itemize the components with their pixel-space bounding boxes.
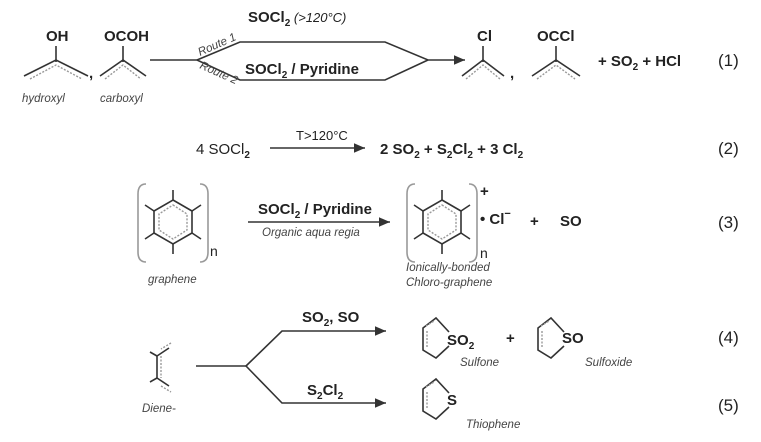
carboxyl-group-text: OCOH bbox=[104, 28, 149, 45]
sulfoxide-ring-icon bbox=[537, 316, 565, 359]
sulfone-label: Sulfone bbox=[460, 357, 499, 369]
product-label-line-2: Chloro-graphene bbox=[406, 277, 492, 289]
so-product: SO bbox=[560, 213, 582, 230]
eq2-reactant: 4 SOCl2 bbox=[196, 141, 250, 161]
repeat-n: n bbox=[480, 245, 488, 261]
diene-label: Diene- bbox=[142, 403, 176, 415]
graphene-label: graphene bbox=[148, 274, 197, 286]
acyl-chloride-group-text: OCCl bbox=[537, 28, 575, 45]
chloro-fragment-icon bbox=[461, 46, 505, 80]
graphene-hexagon-icon bbox=[137, 183, 209, 263]
sulfoxide-group: SO bbox=[562, 330, 584, 347]
sulfur-oxides-condition: SO2, SO bbox=[302, 309, 360, 329]
equations-4-5: Diene- SO2, SO S2Cl2 SO2 Sulfone + SO Su… bbox=[142, 309, 739, 431]
equation-3: n graphene SOCl2 / Pyridine Organic aqua… bbox=[137, 183, 739, 289]
plus-sign: + bbox=[506, 330, 515, 347]
positive-charge: + bbox=[480, 183, 489, 200]
hydroxyl-fragment-icon bbox=[23, 46, 89, 80]
equation-number-3: (3) bbox=[718, 213, 739, 232]
hydroxyl-label: hydroxyl bbox=[22, 93, 65, 105]
repeat-n: n bbox=[210, 243, 218, 259]
route-2-label: Route 2 bbox=[198, 60, 240, 88]
equation-number-4: (4) bbox=[718, 328, 739, 347]
route-1-condition: SOCl2 (>120°C) bbox=[248, 9, 346, 29]
plus-sign: + bbox=[530, 213, 539, 230]
comma: , bbox=[89, 65, 93, 82]
thiophene-ring-icon bbox=[422, 377, 450, 420]
route-arrows bbox=[150, 41, 465, 81]
route-2-condition: SOCl2 / Pyridine bbox=[245, 61, 359, 81]
equation-1: OH , hydroxyl OCOH carboxyl Route 1 Rout… bbox=[22, 9, 739, 105]
thiophene-sulfur: S bbox=[447, 392, 457, 409]
chloro-graphene-hexagon-icon bbox=[406, 183, 478, 263]
thiophene-label: Thiophene bbox=[466, 419, 520, 431]
hydroxyl-group-text: OH bbox=[46, 28, 69, 45]
eq2-condition: T>120°C bbox=[296, 128, 348, 143]
sulfone-group: SO2 bbox=[447, 332, 475, 352]
acyl-chloride-fragment-icon bbox=[531, 46, 581, 80]
chloride-ion: • Cl− bbox=[480, 208, 511, 228]
equation-2: 4 SOCl2 T>120°C 2 SO2 + S2Cl2 + 3 Cl2 (2… bbox=[196, 128, 739, 161]
diene-icon bbox=[149, 342, 172, 393]
organic-aqua-regia-label: Organic aqua regia bbox=[262, 227, 360, 239]
eq3-condition: SOCl2 / Pyridine bbox=[258, 201, 372, 221]
sulfoxide-label: Sulfoxide bbox=[585, 357, 632, 369]
product-label-line-1: Ionically-bonded bbox=[406, 262, 490, 274]
sulfone-ring-icon bbox=[422, 316, 450, 359]
chloride-group-text: Cl bbox=[477, 28, 492, 45]
carboxyl-label: carboxyl bbox=[100, 93, 143, 105]
equation-number-1: (1) bbox=[718, 51, 739, 70]
eq2-products: 2 SO2 + S2Cl2 + 3 Cl2 bbox=[380, 141, 524, 161]
route-1-label: Route 1 bbox=[196, 31, 238, 58]
carboxyl-fragment-icon bbox=[99, 46, 147, 80]
byproducts: + SO2 + HCl bbox=[598, 53, 681, 73]
equation-number-5: (5) bbox=[718, 396, 739, 415]
s2cl2-condition: S2Cl2 bbox=[307, 382, 344, 402]
equation-number-2: (2) bbox=[718, 139, 739, 158]
branch-arrows bbox=[196, 326, 386, 408]
comma: , bbox=[510, 65, 514, 82]
